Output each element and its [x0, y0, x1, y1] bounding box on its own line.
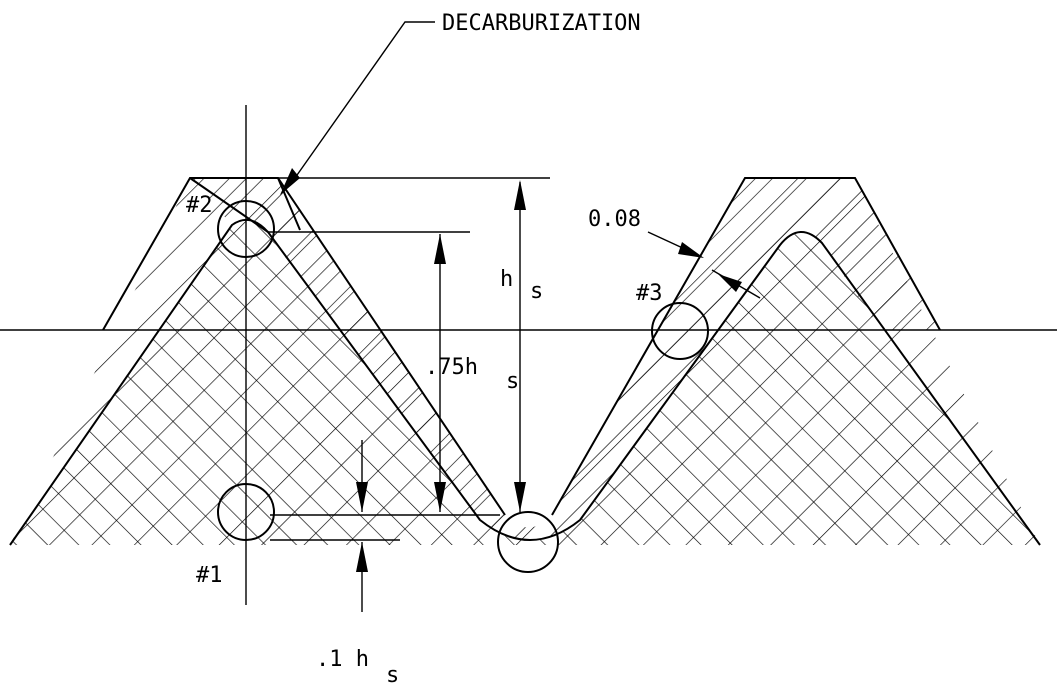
075h-label: .75h	[425, 355, 478, 380]
01h-label: .1 h	[316, 647, 369, 672]
h-sub-label: s	[530, 279, 543, 304]
outer-profile-line	[102, 177, 506, 516]
075h-sub-label: s	[506, 369, 519, 394]
dim-01-arrow-top	[356, 482, 368, 512]
dim-075-arrow-bottom	[434, 482, 446, 512]
dim-075-arrow-top	[434, 234, 446, 264]
thickness-label: 0.08	[588, 207, 641, 232]
root-circle	[497, 511, 559, 573]
decarb-leader-line	[289, 21, 435, 186]
thread-inner-core	[10, 221, 1040, 545]
01h-sub-label: s	[386, 663, 399, 686]
point-3-label: #3	[636, 281, 663, 306]
decarburization-layer	[190, 178, 940, 540]
decarburization-label: DECARBURIZATION	[442, 11, 641, 36]
thickness-arrow-2	[718, 274, 742, 292]
point-3-circle	[651, 302, 709, 360]
thickness-arrow-1	[678, 242, 704, 258]
dim-01-arrow-bottom	[356, 542, 368, 572]
dim-h-arrow-bottom	[514, 482, 526, 512]
h-label: h	[500, 267, 513, 292]
point-1-label: #1	[196, 563, 223, 588]
point-1-circle	[217, 483, 275, 541]
point-2-label: #2	[186, 193, 213, 218]
dim-h-arrow-top	[514, 180, 526, 210]
outer-profile-line-right	[551, 177, 941, 516]
band-boundary-line	[189, 177, 301, 233]
point-2-circle	[217, 200, 275, 258]
decarb-leader-arrow	[280, 168, 300, 195]
